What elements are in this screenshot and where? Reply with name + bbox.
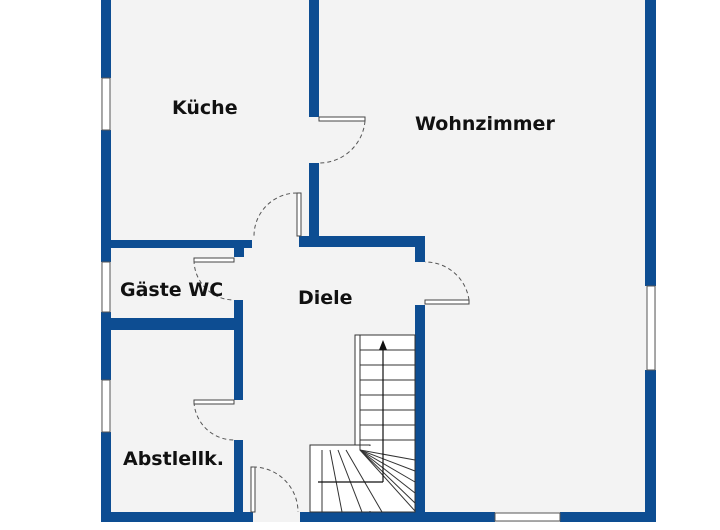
room-label-abstellk: Abstlellk.	[123, 448, 224, 470]
staircase	[309, 334, 416, 513]
stair-tread	[337, 449, 363, 513]
windows	[101, 77, 656, 522]
doors	[193, 116, 470, 513]
arrow-up-icon	[379, 340, 387, 350]
room-label-wohnzimmer: Wohnzimmer	[415, 113, 555, 135]
stair-tread	[359, 449, 416, 472]
stair-tread	[359, 449, 416, 494]
room-label-diele: Diele	[298, 287, 353, 309]
walls	[101, 0, 656, 522]
stair-tread	[359, 449, 416, 512]
stair-tread	[359, 449, 416, 504]
room-label-kueche: Küche	[172, 97, 238, 119]
room-label-gaeste-wc: Gäste WC	[120, 279, 223, 301]
stair-tread	[359, 449, 416, 461]
stair-tread	[329, 449, 343, 513]
stair-tread	[345, 449, 383, 513]
stair-tread	[359, 449, 416, 483]
